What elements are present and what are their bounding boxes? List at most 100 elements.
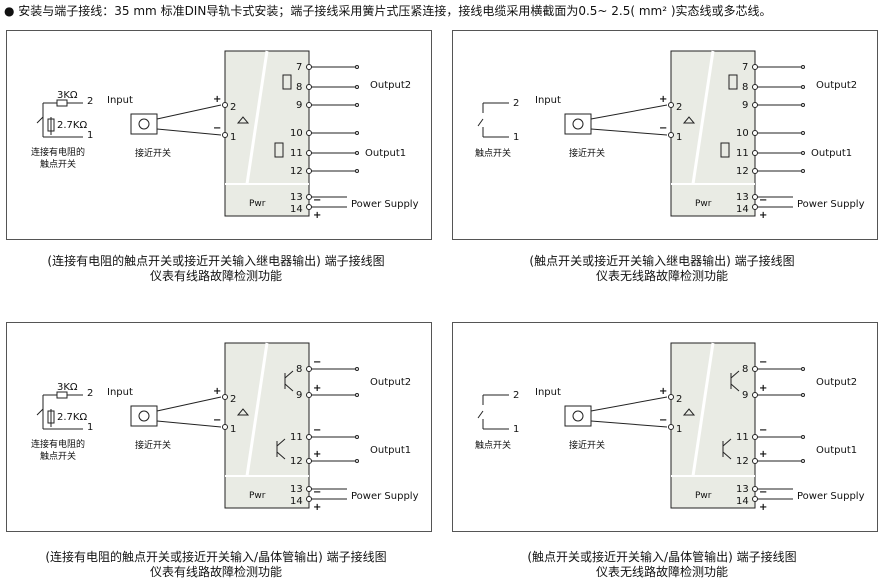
output2-label: Output2 [816,377,857,388]
terminal-13: 13 [736,192,749,203]
output2-label: Output2 [370,80,411,91]
terminal-13: 13 [290,484,303,495]
terminal-9: 9 [742,100,748,111]
terminal-13: 13 [290,192,303,203]
out2-plus: + [759,383,767,394]
pwr-plus: + [313,502,321,513]
out2-plus: + [313,383,321,394]
minus-sign: − [659,123,667,134]
terminal-14: 14 [736,204,749,215]
prox-switch-label: 接近开关 [569,439,605,451]
contact-res-label: 连接有电阻的 [31,146,85,158]
terminal-8: 8 [742,82,748,93]
terminal-8: 8 [742,364,748,375]
terminal-12: 12 [736,166,749,177]
minus-sign: − [213,415,221,426]
module-terminal-1: 1 [230,132,236,143]
input-label: Input [535,95,561,106]
diagram-panel-2: 2 1 触点开关 Input 接近开关 + − 2 1 7 8 9 10 11 … [452,30,878,240]
out2-minus: − [313,357,321,368]
terminal-7: 7 [296,62,302,73]
diagram-panel-4: 2 1 触点开关 Input 接近开关 + − 2 1 8 9 11 12 13… [452,322,878,532]
out1-plus: + [313,449,321,460]
out1-plus: + [759,449,767,460]
caption-4: (触点开关或接近开关输入/晶体管输出) 端子接线图 仪表无线路故障检测功能 [452,550,872,580]
module-terminal-1: 1 [230,424,236,435]
terminal-12: 12 [736,456,749,467]
power-supply-label: Power Supply [797,491,865,502]
prox-switch-label: 接近开关 [569,147,605,159]
contact-res-label-2: 触点开关 [40,158,76,170]
terminal-11: 11 [290,148,303,159]
wiring-diagram-relay-resistor: 3KΩ 2.7KΩ 2 1 连接有电阻的 触点开关 Input 接近开关 + −… [31,50,419,221]
pwr-minus: − [313,195,321,206]
input-terminal-2: 2 [87,96,93,107]
module-terminal-2: 2 [230,394,236,405]
output1-label: Output1 [816,445,857,456]
resistor-label-1: 3KΩ [57,90,78,101]
wiring-diagram-relay: 2 1 触点开关 Input 接近开关 + − 2 1 7 8 9 10 11 … [475,50,865,221]
minus-sign: − [213,123,221,134]
header-text: ● 安装与端子接线：35 mm 标准DIN导轨卡式安装；端子接线采用簧片式压紧连… [4,4,772,18]
pwr-label: Pwr [249,491,266,501]
output2-label: Output2 [370,377,411,388]
out2-minus: − [759,357,767,368]
caption-3-line-1: (连接有电阻的触点开关或接近开关输入/晶体管输出) 端子接线图 [45,550,387,564]
caption-1: (连接有电阻的触点开关或接近开关输入继电器输出) 端子接线图 仪表有线路故障检测… [6,254,426,284]
output2-label: Output2 [816,80,857,91]
diagram-panel-1: 3KΩ 2.7KΩ 2 1 连接有电阻的 触点开关 Input 接近开关 + −… [6,30,432,240]
out1-minus: − [313,425,321,436]
output1-label: Output1 [370,445,411,456]
caption-1-line-1: (连接有电阻的触点开关或接近开关输入继电器输出) 端子接线图 [47,254,385,268]
terminal-12: 12 [290,166,303,177]
diagram-panel-3: 3KΩ 2.7KΩ 2 1 连接有电阻的 触点开关 Input 接近开关 + −… [6,322,432,532]
resistor-label-2: 2.7KΩ [57,120,87,131]
terminal-9: 9 [296,390,302,401]
contact-res-label-2: 触点开关 [40,450,76,462]
module-terminal-2: 2 [676,102,682,113]
input-terminal-1: 1 [513,424,519,435]
terminal-11: 11 [736,148,749,159]
resistor-label-1: 3KΩ [57,382,78,393]
terminal-7: 7 [742,62,748,73]
pwr-minus: − [759,195,767,206]
output1-label: Output1 [365,148,406,159]
out1-minus: − [759,425,767,436]
input-terminal-2: 2 [87,388,93,399]
terminal-14: 14 [290,204,303,215]
power-supply-label: Power Supply [351,491,419,502]
input-terminal-2: 2 [513,98,519,109]
contact-res-label: 连接有电阻的 [31,438,85,450]
caption-3-line-2: 仪表有线路故障检测功能 [149,565,282,579]
pwr-label: Pwr [249,199,266,209]
pwr-minus: − [759,487,767,498]
caption-2-line-2: 仪表无线路故障检测功能 [595,269,728,283]
output1-label: Output1 [811,148,852,159]
terminal-11: 11 [736,432,749,443]
input-label: Input [535,387,561,398]
plus-sign: + [659,94,667,105]
pwr-plus: + [313,210,321,221]
terminal-8: 8 [296,82,302,93]
terminal-11: 11 [290,432,303,443]
minus-sign: − [659,415,667,426]
pwr-minus: − [313,487,321,498]
terminal-9: 9 [742,390,748,401]
pwr-plus: + [759,210,767,221]
terminal-9: 9 [296,100,302,111]
prox-switch-label: 接近开关 [135,439,171,451]
wiring-diagram-transistor-resistor: 3KΩ 2.7KΩ 2 1 连接有电阻的 触点开关 Input 接近开关 + −… [31,342,419,513]
terminal-10: 10 [290,128,303,139]
caption-1-line-2: 仪表有线路故障检测功能 [149,269,282,283]
prox-switch-label: 接近开关 [135,147,171,159]
pwr-label: Pwr [695,199,712,209]
resistor-label-2: 2.7KΩ [57,412,87,423]
module-terminal-1: 1 [676,132,682,143]
pwr-plus: + [759,502,767,513]
caption-4-line-2: 仪表无线路故障检测功能 [595,565,728,579]
pwr-label: Pwr [695,491,712,501]
caption-4-line-1: (触点开关或接近开关输入/晶体管输出) 端子接线图 [527,550,797,564]
power-supply-label: Power Supply [797,199,865,210]
module-terminal-2: 2 [230,102,236,113]
terminal-12: 12 [290,456,303,467]
